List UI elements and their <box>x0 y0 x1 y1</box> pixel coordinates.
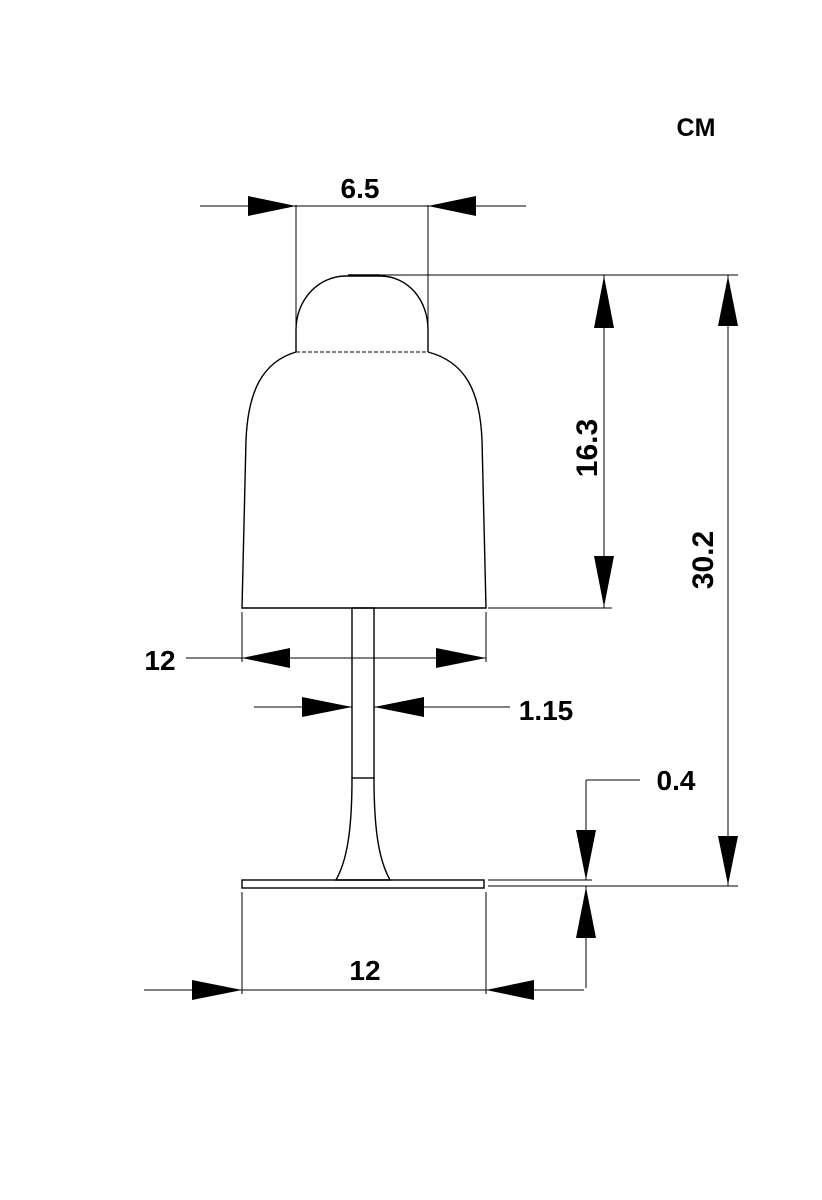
total-height-label: 30.2 <box>687 531 720 589</box>
arrow-head <box>242 648 290 668</box>
dimension-stem-width: 1.15 <box>254 695 573 726</box>
dimension-shade-width: 12 <box>144 612 487 676</box>
dimension-total-height: 30.2 <box>488 274 738 887</box>
lamp-stem-flare <box>334 777 392 881</box>
unit-label: CM <box>677 114 716 142</box>
arrow-head <box>718 836 738 885</box>
base-thickness-label: 0.4 <box>657 765 696 796</box>
base-width-label: 12 <box>349 955 380 986</box>
arrow-head <box>302 697 352 717</box>
top-width-label: 6.5 <box>341 173 380 204</box>
arrow-head <box>436 648 486 668</box>
dimension-base-width: 12 <box>144 892 584 1000</box>
arrow-head <box>718 276 738 326</box>
arrow-head <box>486 980 534 1000</box>
lamp-base-plate <box>241 879 485 889</box>
shade-width-label: 12 <box>144 645 175 676</box>
dimension-shade-height: 16.3 <box>380 274 614 609</box>
shade-height-label: 16.3 <box>571 419 604 477</box>
dimension-base-thickness: 0.4 <box>488 765 696 988</box>
arrow-head <box>576 887 596 938</box>
lamp-outline <box>241 274 487 889</box>
arrow-head <box>374 697 424 717</box>
dimension-top-width: 6.5 <box>200 173 526 350</box>
arrow-head <box>192 980 242 1000</box>
arrow-head <box>428 196 476 216</box>
arrow-head <box>248 196 296 216</box>
arrow-head <box>594 556 614 607</box>
lamp-shade <box>241 351 487 609</box>
arrow-head <box>576 830 596 880</box>
lamp-stem-upper <box>351 607 375 779</box>
arrow-head <box>594 276 614 328</box>
stem-width-label: 1.15 <box>519 695 574 726</box>
lamp-top-cap <box>295 275 429 352</box>
